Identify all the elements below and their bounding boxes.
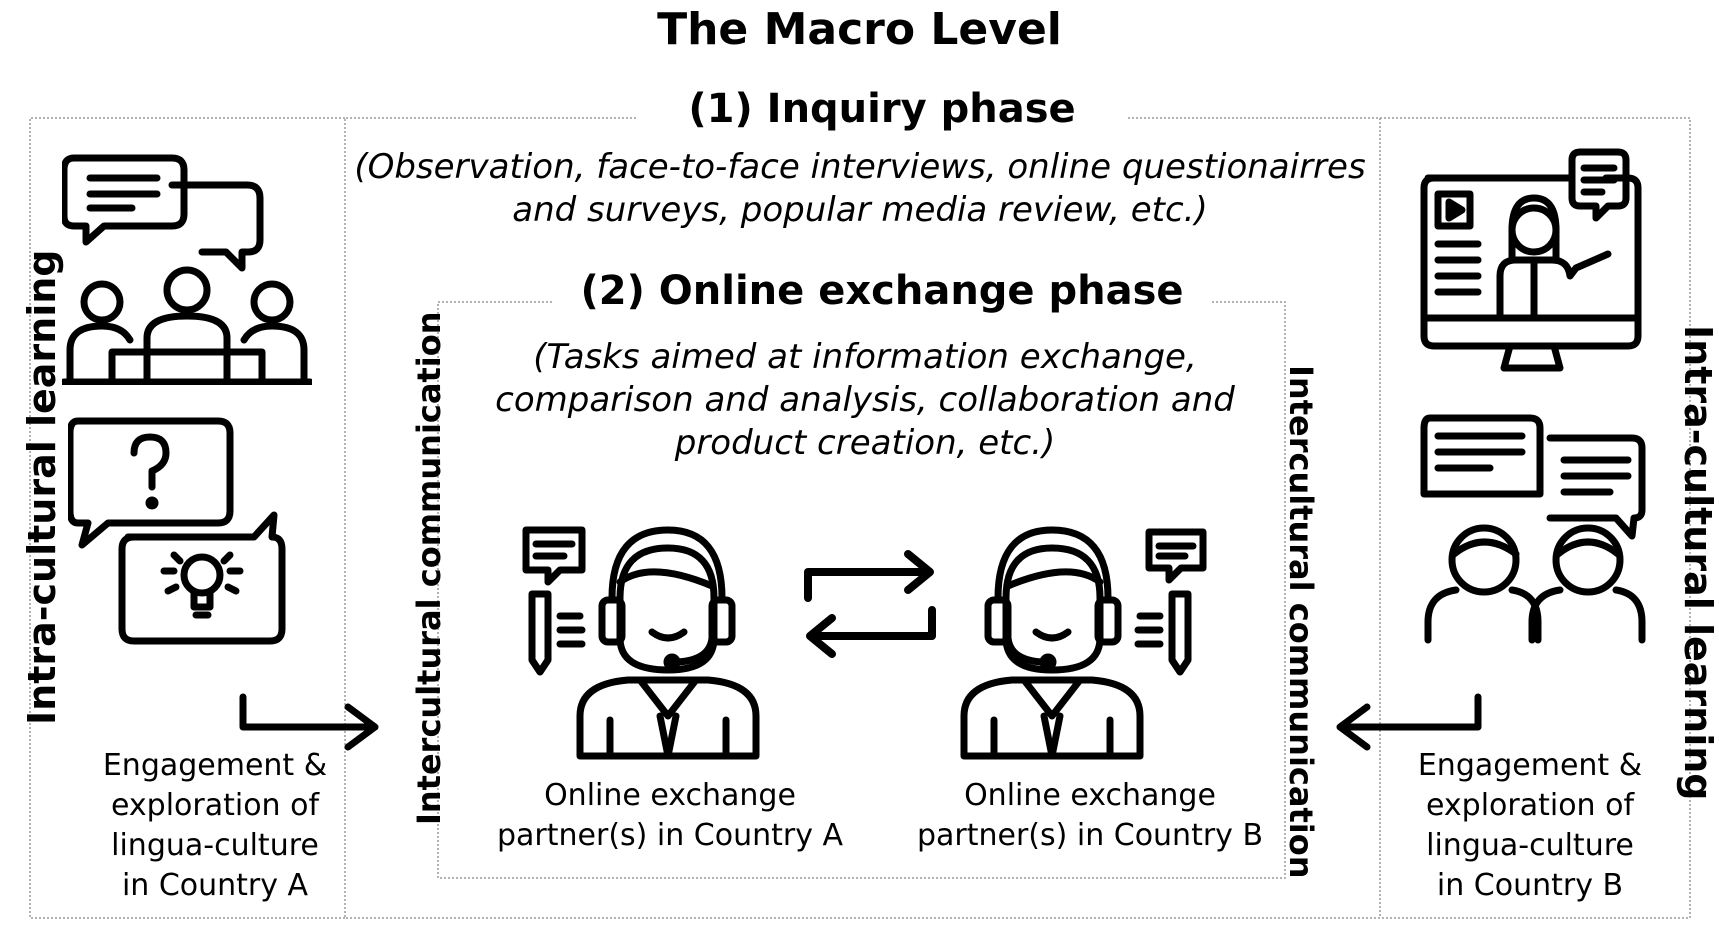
page-title: The Macro Level [657, 4, 1062, 55]
headset-agent-icon [960, 526, 1192, 760]
exchange-phase-description: (Tasks aimed at information exchange, co… [470, 336, 1260, 465]
headset-agent-icon [522, 526, 760, 760]
exchange-desc-line: product creation, etc.) [674, 423, 1056, 463]
caption-line: exploration of [110, 788, 320, 823]
left-panel-frame [29, 117, 345, 919]
left-flow-arrow [239, 693, 379, 751]
inquiry-desc-line: (Observation, face-to-face interviews, o… [354, 147, 1366, 187]
question-idea-icon [68, 417, 286, 645]
caption-line: in Country A [121, 868, 309, 903]
caption-line: exploration of [1425, 788, 1635, 823]
speech-bubble-icon [1145, 528, 1207, 584]
inquiry-phase-heading: (1) Inquiry phase [636, 86, 1128, 132]
exchange-desc-line: (Tasks aimed at information exchange, [533, 337, 1197, 377]
inquiry-phase-description: (Observation, face-to-face interviews, o… [350, 146, 1370, 232]
group-discussion-icon [62, 154, 312, 385]
caption-line: lingua-culture [111, 828, 319, 863]
caption-line: lingua-culture [1426, 828, 1634, 863]
partner-b-caption: Online exchange partner(s) in Country B [890, 776, 1290, 856]
caption-line: Engagement & [102, 748, 328, 783]
exchange-desc-line: comparison and analysis, collaboration a… [495, 380, 1235, 420]
right-intercultural-label: Intercultural communication [1282, 365, 1320, 879]
right-panel-frame [1380, 117, 1691, 919]
inquiry-desc-line: and surveys, popular media review, etc.) [512, 190, 1208, 230]
partner-a-caption: Online exchange partner(s) in Country A [470, 776, 870, 856]
caption-line: partner(s) in Country B [916, 818, 1264, 853]
right-panel-caption: Engagement & exploration of lingua-cultu… [1380, 746, 1680, 906]
exchange-arrows-icon [804, 550, 936, 658]
caption-line: Online exchange [964, 778, 1216, 813]
caption-line: in Country B [1436, 868, 1624, 903]
two-people-chat-icon [1420, 414, 1646, 644]
exchange-phase-heading: (2) Online exchange phase [552, 268, 1212, 314]
left-panel-caption: Engagement & exploration of lingua-cultu… [70, 746, 360, 906]
caption-line: Engagement & [1417, 748, 1643, 783]
caption-line: Online exchange [544, 778, 796, 813]
right-flow-arrow [1336, 693, 1482, 751]
inquiry-frame [344, 117, 1381, 919]
left-intercultural-label: Intercultural communication [410, 311, 448, 825]
right-intracultural-label: Intra-cultural learning [1676, 325, 1719, 801]
caption-line: partner(s) in Country A [496, 818, 844, 853]
exchange-frame [437, 301, 1286, 879]
online-video-lecture-icon [1420, 148, 1642, 372]
